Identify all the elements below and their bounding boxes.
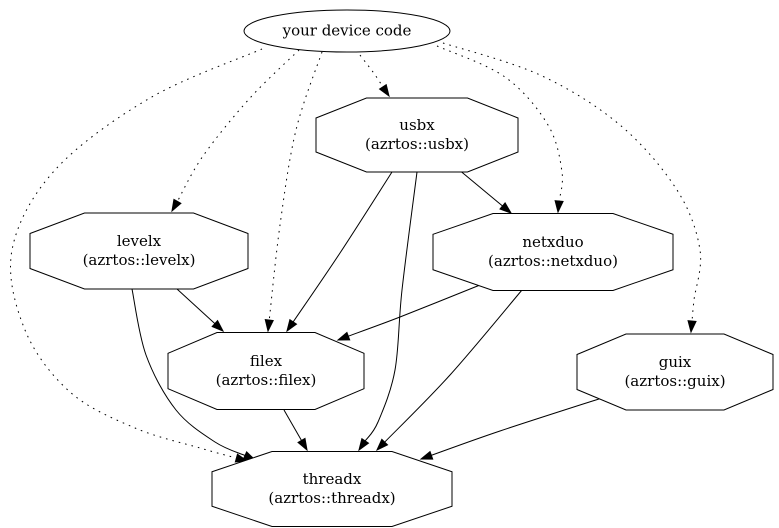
node-shape-levelx <box>29 212 249 290</box>
edge-levelx-to-threadx <box>131 288 246 456</box>
arrowhead-device-to-guix <box>687 320 697 334</box>
edge-usbx-to-filex <box>292 171 393 323</box>
arrowhead-levelx-to-filex <box>211 319 225 332</box>
node-shape-device <box>243 9 451 53</box>
arrowhead-device-to-levelx <box>171 198 182 213</box>
node-shape-netxduo <box>432 213 674 291</box>
arrowhead-netxduo-to-filex <box>336 331 351 341</box>
edge-device-to-usbx <box>355 49 384 88</box>
arrowhead-usbx-to-filex <box>286 318 298 333</box>
edge-device-to-levelx <box>176 49 300 202</box>
edge-device-to-guix <box>442 42 702 322</box>
arrowhead-usbx-to-threadx <box>358 437 370 452</box>
node-shape-guix <box>576 333 774 411</box>
arrowhead-guix-to-threadx <box>419 450 434 460</box>
node-shape-filex <box>167 332 365 410</box>
edge-usbx-to-netxduo <box>457 168 503 207</box>
arrowhead-netxduo-to-threadx <box>375 438 389 452</box>
edge-device-to-filex <box>268 51 323 321</box>
arrowhead-usbx-to-netxduo <box>499 202 513 214</box>
edge-levelx-to-filex <box>176 288 216 324</box>
edge-usbx-to-threadx <box>364 171 418 442</box>
node-shape-threadx <box>211 451 453 527</box>
arrowhead-device-to-usbx <box>378 83 390 98</box>
edge-netxduo-to-filex <box>348 284 481 337</box>
edge-filex-to-threadx <box>283 409 302 441</box>
arrowhead-device-to-filex <box>264 319 274 333</box>
edge-guix-to-threadx <box>431 396 606 456</box>
arrowhead-device-to-netxduo <box>554 200 564 214</box>
arrowhead-filex-to-threadx <box>297 437 308 452</box>
edge-device-to-netxduo <box>436 45 563 202</box>
node-shape-usbx <box>315 97 519 173</box>
edge-netxduo-to-threadx <box>384 289 523 443</box>
